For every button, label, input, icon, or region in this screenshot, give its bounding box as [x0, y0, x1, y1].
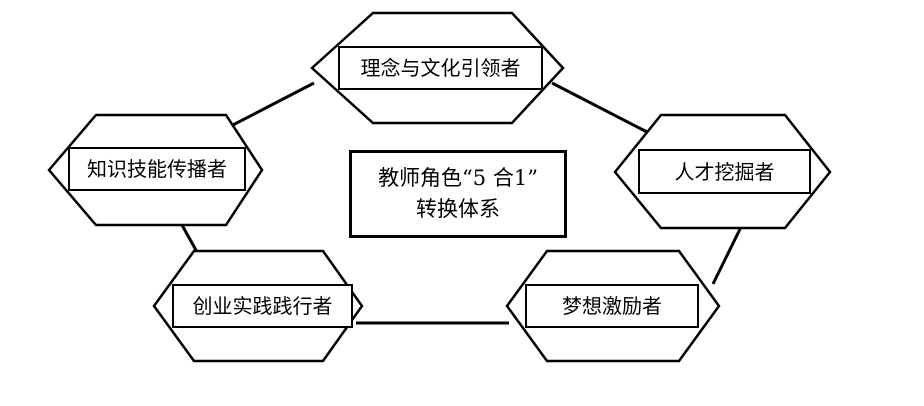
role-label-right: 人才挖掘者 — [638, 149, 811, 194]
center-title-box: 教师角色“5 合1” 转换体系 — [349, 150, 567, 238]
center-title-line2: 转换体系 — [416, 197, 500, 221]
role-label-bottom-left: 创业实践践行者 — [172, 284, 353, 328]
role-text-bottom-left: 创业实践践行者 — [192, 294, 333, 318]
connector-right-bottomright — [711, 224, 744, 285]
connector-top-left — [228, 81, 315, 129]
role-text-left: 知识技能传播者 — [87, 157, 227, 181]
role-text-bottom-right: 梦想激励者 — [562, 294, 662, 318]
role-text-top: 理念与文化引领者 — [360, 56, 521, 80]
role-label-bottom-right: 梦想激励者 — [525, 284, 699, 328]
center-title-line1: 教师角色“5 合1” — [378, 165, 538, 190]
connector-left-bottomleft — [180, 224, 199, 253]
role-label-left: 知识技能传播者 — [68, 147, 246, 191]
connector-top-right — [551, 81, 652, 136]
role-text-right: 人才挖掘者 — [674, 159, 775, 184]
role-label-top: 理念与文化引领者 — [338, 46, 543, 90]
